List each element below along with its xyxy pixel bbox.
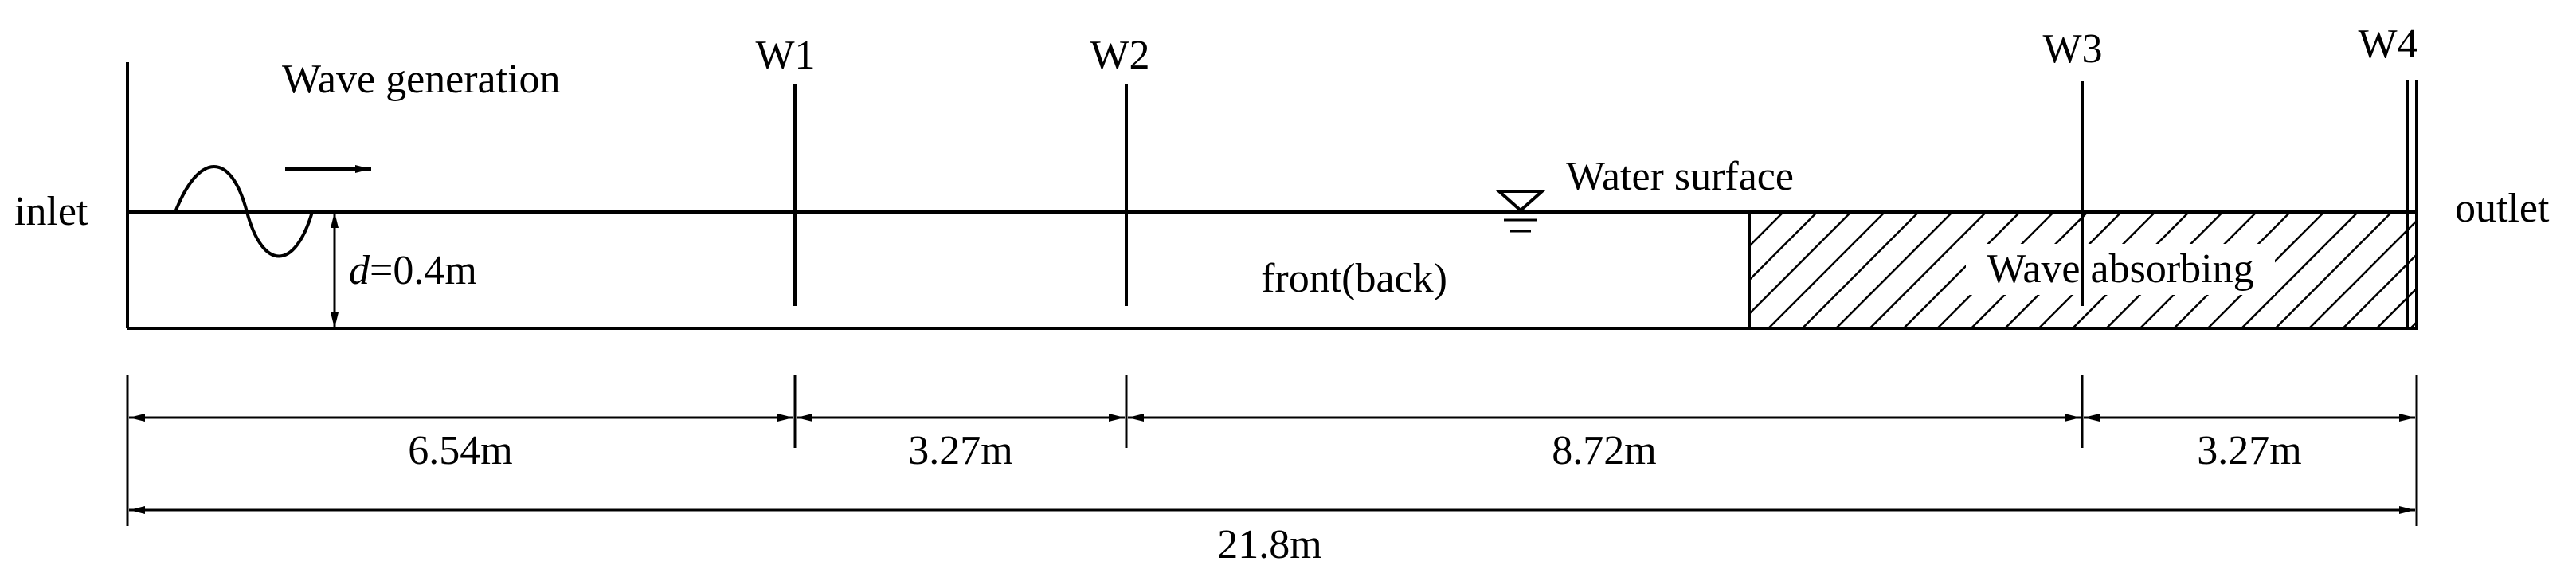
depth-value: =0.4m: [370, 248, 477, 293]
depth-variable: d: [349, 248, 370, 293]
dim-seg2-label: 3.27m: [908, 428, 1012, 473]
front-back-label: front(back): [1261, 256, 1447, 301]
gauge-w1-label: W1: [755, 33, 815, 78]
outlet-label: outlet: [2455, 186, 2550, 231]
dim-seg1-label: 6.54m: [408, 428, 512, 473]
wave-absorbing-label-bg: [1966, 244, 2275, 295]
wave-absorbing-label: Wave absorbing: [1987, 246, 2253, 292]
inlet-label: inlet: [14, 189, 88, 234]
dim-total-label: 21.8m: [1217, 522, 1321, 567]
gauge-w4-label: W4: [2358, 22, 2417, 67]
dim-seg3-label: 8.72m: [1552, 428, 1656, 473]
water-surface-symbol-icon: [1494, 190, 1547, 213]
sine-wave-icon: [174, 165, 314, 258]
water-surface-label: Water surface: [1566, 154, 1794, 199]
gauge-w3-label: W3: [2042, 26, 2102, 72]
dim-seg4-label: 3.27m: [2197, 428, 2301, 473]
gauge-w2-label: W2: [1090, 33, 1149, 78]
wave-generation-label: Wave generation: [282, 57, 561, 102]
depth-label: d=0.4m: [349, 248, 477, 293]
